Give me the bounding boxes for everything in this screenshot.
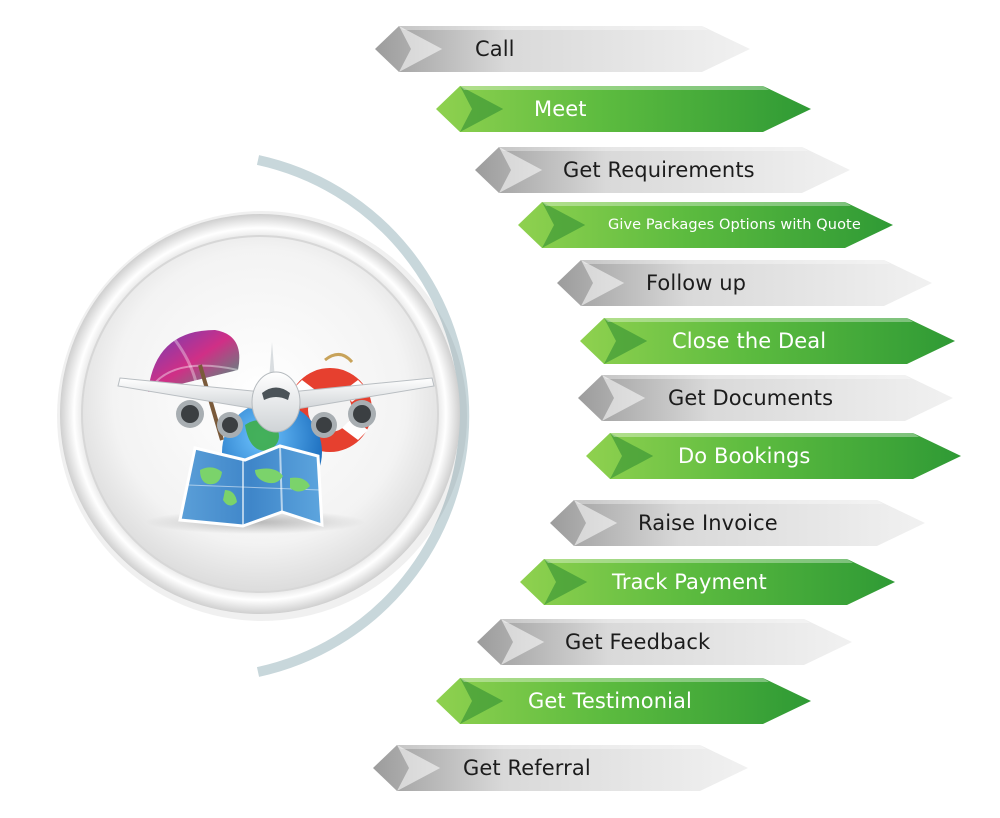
step-7: Get Documents [578,375,953,421]
step-arrow-shape [375,26,750,72]
step-arrow-shape [475,147,850,193]
step-13: Get Referral [373,745,748,791]
step-label: Meet [534,97,587,121]
step-1: Call [375,26,750,72]
step-arrow-shape [520,559,895,605]
step-arrow-shape [518,202,893,248]
airplane-icon [117,342,435,438]
step-label: Call [475,37,515,61]
step-3: Get Requirements [475,147,850,193]
world-map-icon [178,444,324,528]
step-4: Give Packages Options with Quote [518,202,893,248]
decorative-arc [256,155,470,677]
step-8: Do Bookings [586,433,961,479]
step-arrow-shape [578,375,953,421]
step-label: Get Requirements [563,158,755,182]
step-2: Meet [436,86,811,132]
step-11: Get Feedback [477,619,852,665]
step-arrow-shape [477,619,852,665]
step-5: Follow up [557,260,932,306]
step-arrow-shape [557,260,932,306]
step-arrow-shape [373,745,748,791]
step-label: Get Feedback [565,630,711,654]
step-label: Close the Deal [672,329,827,353]
step-12: Get Testimonial [436,678,811,724]
step-label: Follow up [646,271,747,295]
step-label: Get Testimonial [528,689,692,713]
step-label: Track Payment [612,570,767,594]
step-10: Track Payment [520,559,895,605]
step-arrow-shape [580,318,955,364]
step-arrow-shape [436,678,811,724]
step-label: Raise Invoice [638,511,778,535]
step-label: Give Packages Options with Quote [608,217,861,233]
step-label: Get Referral [463,756,591,780]
step-9: Raise Invoice [550,500,925,546]
step-6: Close the Deal [580,318,955,364]
step-label: Do Bookings [678,444,811,468]
step-arrow-shape [550,500,925,546]
step-label: Get Documents [668,386,834,410]
step-arrow-shape [436,86,811,132]
step-arrow-shape [586,433,961,479]
